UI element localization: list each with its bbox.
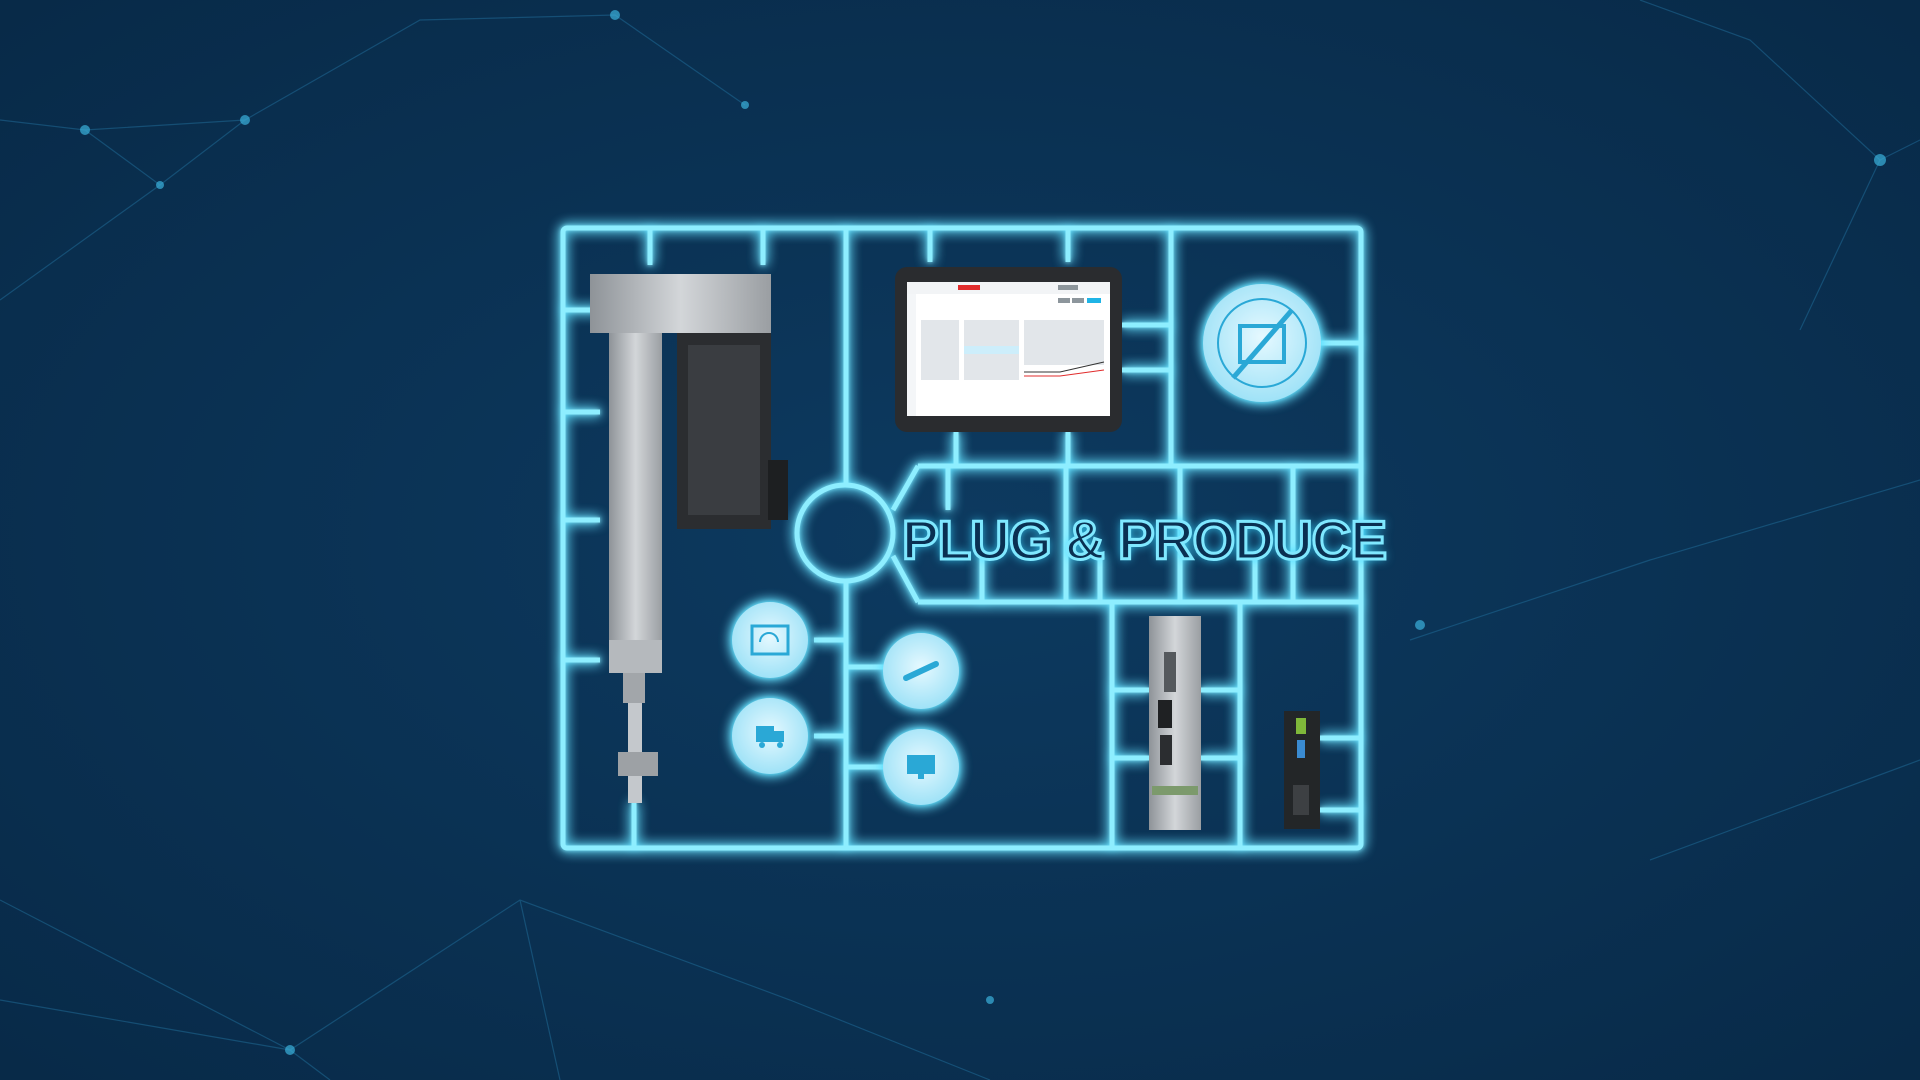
no-code-icon: [1203, 284, 1321, 402]
iot-gateway: [1284, 711, 1320, 829]
servo-drive: [1149, 616, 1201, 830]
network-nodes: [80, 10, 1886, 1055]
linear-actuator: [590, 274, 788, 803]
monitor-icon: [883, 729, 959, 805]
sprue-frame: [560, 225, 1364, 851]
plug-and-produce-headline: PLUG & PRODUCE: [900, 508, 1388, 573]
dashboard-icon: [732, 602, 808, 678]
wrench-icon: [883, 633, 959, 709]
tablet-software: [895, 267, 1122, 432]
truck-icon: [732, 698, 808, 774]
